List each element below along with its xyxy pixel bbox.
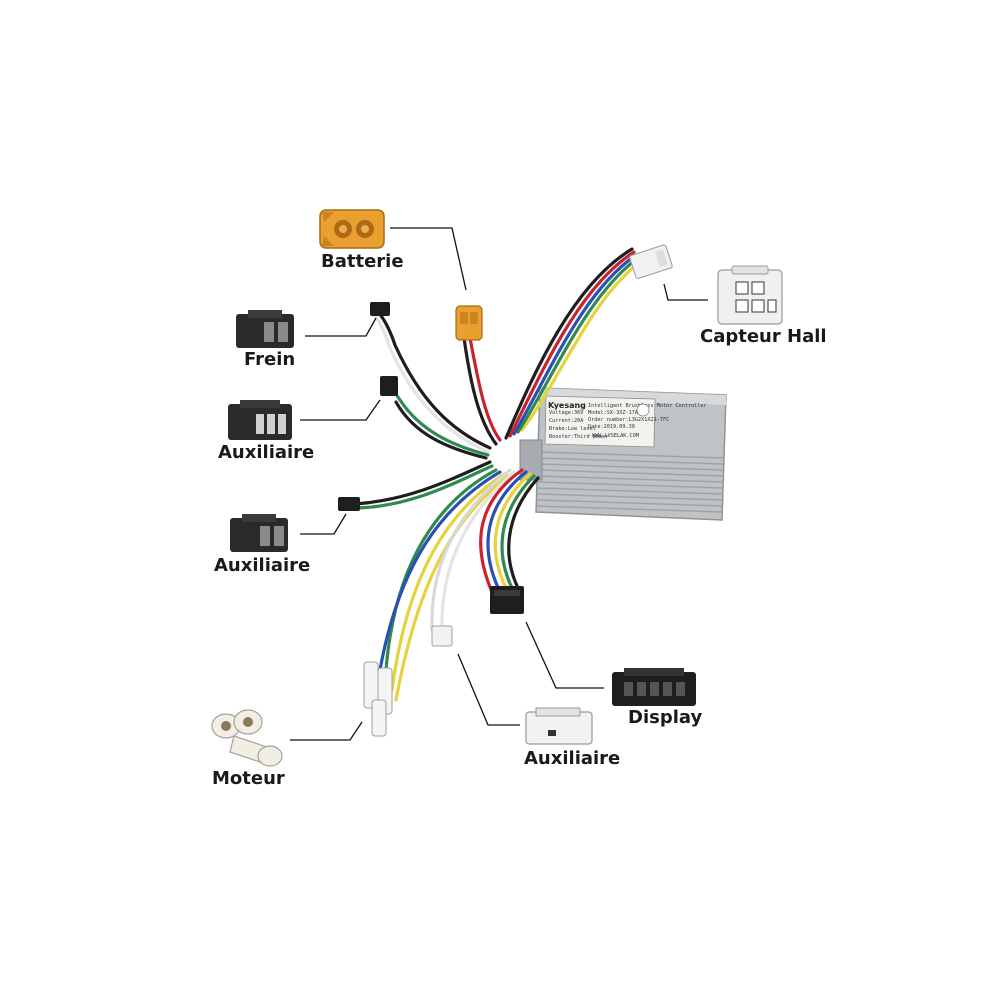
label-batterie: Batterie [321,251,404,272]
display-plug [490,586,524,614]
plate-line: Booster:Third power [549,434,608,440]
label-display: Display [628,707,702,728]
plate-line: Current:20A [549,418,584,424]
leader-display [525,621,604,689]
leader-capteur-hall [663,283,708,301]
controller-label-plate: Kyesang Intelligent Brushless Motor Cont… [544,395,707,448]
auxiliaire-2-connector-image [230,514,288,552]
plate-line: Model:SX-3XZ-17A2 [588,410,641,416]
aux2-plug [338,497,360,511]
controller-brand: Kyesang [548,401,586,410]
plate-line: Date:2019.09.30 [588,424,635,430]
plate-line: Order number:L3G2X1X21-TFC [588,417,669,423]
label-auxiliaire-3: Auxiliaire [524,748,620,769]
leader-batterie [390,227,467,291]
plate-line: WWW.LVSELAK.COM [592,433,639,439]
leader-auxiliaire-2 [300,513,347,535]
plate-line: Voltage:36V [549,410,583,416]
leader-moteur [290,721,363,741]
leader-auxiliaire-1 [300,399,381,421]
motor-bullet-plugs [363,661,393,737]
label-auxiliaire-1: Auxiliaire [218,442,314,463]
label-capteur-hall: Capteur Hall [700,326,827,347]
leader-lines [290,227,708,741]
frein-connector-image [236,310,294,348]
label-frein: Frein [244,349,295,370]
wire-harness [353,247,642,702]
batterie-connector-image [319,209,385,249]
leader-auxiliaire-3 [457,653,520,726]
hall-connector-plug [629,244,673,279]
controller-box: Kyesang Intelligent Brushless Motor Cont… [519,387,727,521]
leader-frein [305,317,377,337]
aux3-plug [431,625,453,647]
plate-line: Brake:Low level [549,426,596,432]
auxiliaire-3-connector-image [525,707,593,745]
brake-plug [370,302,390,316]
moteur-connector-image [211,709,283,767]
battery-xt60-plug [455,305,483,341]
label-moteur: Moteur [212,768,285,789]
auxiliaire-1-connector-image [228,400,292,440]
aux1-plug [380,376,398,396]
capteur-hall-connector-image [717,265,783,325]
display-connector-image [612,668,696,706]
label-auxiliaire-2: Auxiliaire [214,555,310,576]
